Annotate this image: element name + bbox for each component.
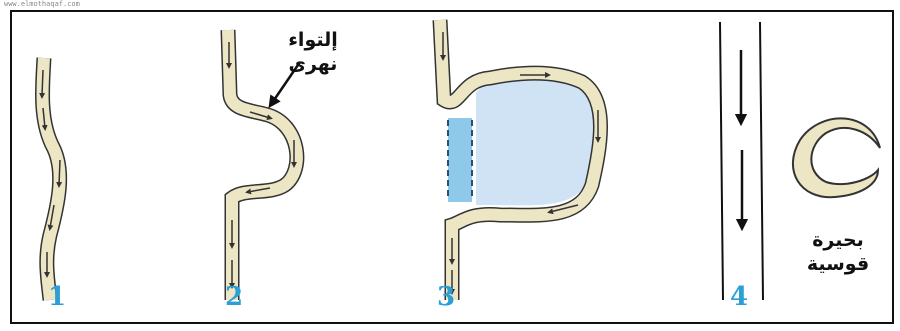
stage-2-number: 2	[225, 282, 243, 312]
meander-label-line2: نهرى	[268, 52, 358, 76]
meander-label-line1: إلتواء	[268, 28, 358, 52]
stage-3-channel	[440, 20, 601, 300]
stage-4-channel	[720, 22, 763, 300]
oxbow-label: بحيرة قوسية	[790, 228, 886, 276]
meander-label: إلتواء نهرى	[268, 28, 358, 76]
stage-1-channel	[42, 58, 60, 300]
oxbow-label-line1: بحيرة	[790, 228, 886, 252]
stage-1-number: 1	[48, 282, 66, 312]
stage-4-number: 4	[730, 282, 748, 312]
oxbow-lake	[793, 118, 880, 197]
oxbow-label-line2: قوسية	[790, 252, 886, 276]
stage-3-number: 3	[437, 282, 455, 312]
